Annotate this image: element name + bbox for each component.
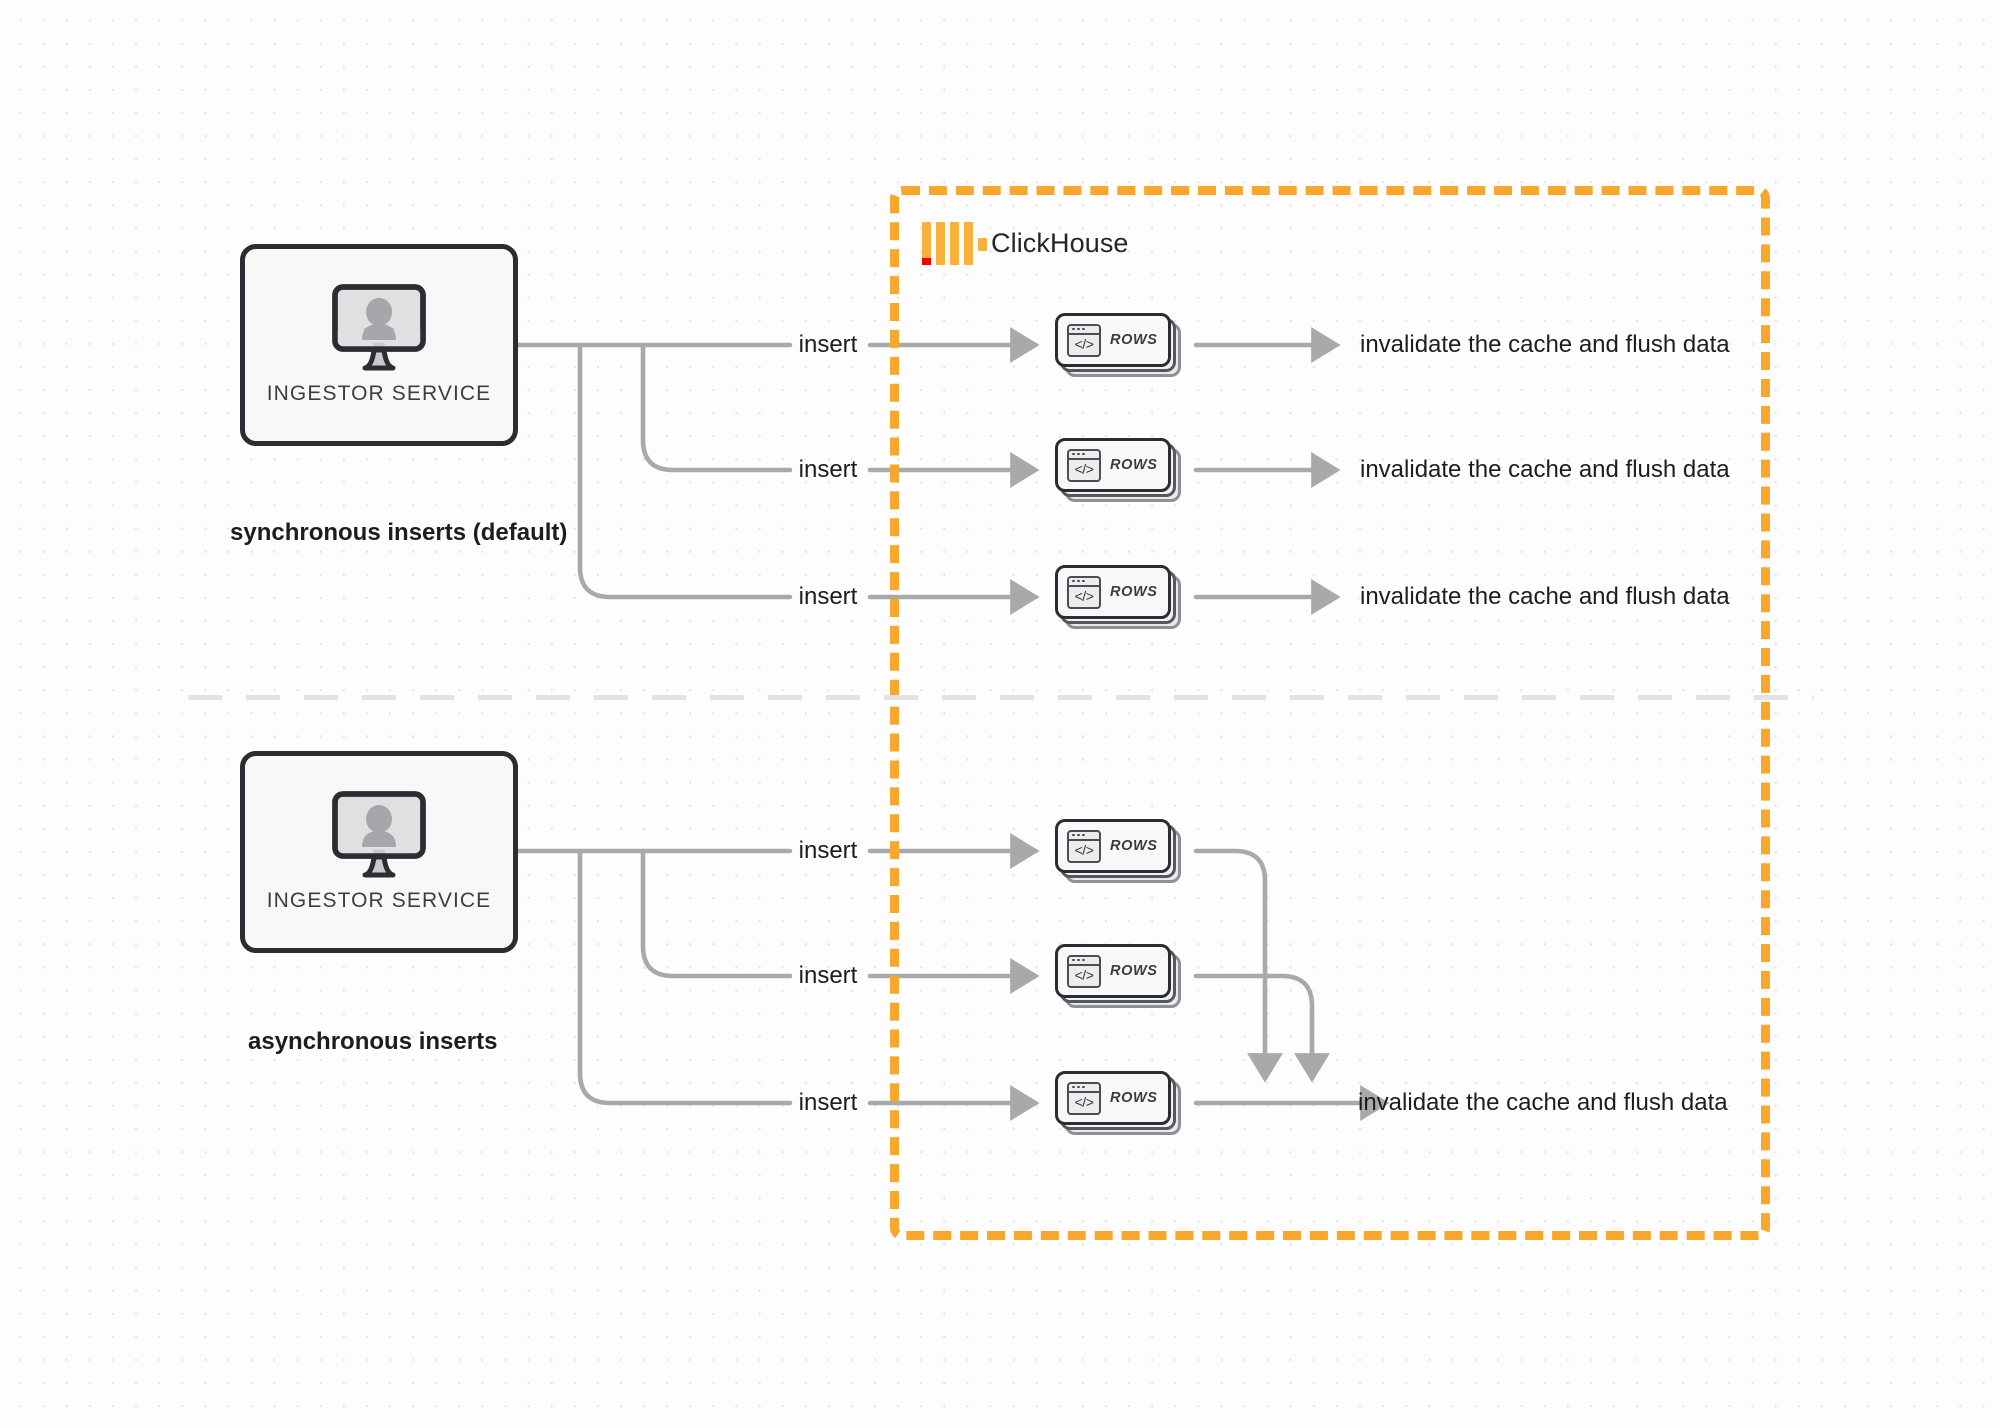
rows-label: ROWS: [1110, 1090, 1158, 1106]
clickhouse-header: ClickHouse: [922, 222, 1129, 265]
section-divider: [188, 695, 1814, 700]
code-window-icon: </>: [1067, 829, 1101, 863]
code-window-icon: </>: [1067, 575, 1101, 609]
insert-label-sync-2: insert: [798, 456, 858, 483]
result-label-sync-2: invalidate the cache and flush data: [1360, 456, 1730, 483]
rows-label: ROWS: [1110, 584, 1158, 600]
code-window-icon: </>: [1067, 1081, 1101, 1115]
result-label-async-merged: invalidate the cache and flush data: [1358, 1089, 1728, 1116]
insert-label-async-3: insert: [798, 1089, 858, 1116]
clickhouse-title: ClickHouse: [991, 228, 1129, 258]
rows-card-front: </> ROWS: [1055, 1071, 1171, 1125]
insert-label-async-2: insert: [798, 962, 858, 989]
code-window-icon: </>: [1067, 954, 1101, 988]
rows-card-async-2[interactable]: </> ROWS: [1055, 944, 1181, 1008]
monitor-user-icon: [332, 791, 426, 879]
insert-label-async-1: insert: [798, 837, 858, 864]
result-label-sync-1: invalidate the cache and flush data: [1360, 331, 1730, 358]
caption-synchronous: synchronous inserts (default): [230, 519, 568, 546]
rows-label: ROWS: [1110, 963, 1158, 979]
ingestor-service-sync[interactable]: INGESTOR SERVICE: [240, 244, 518, 446]
monitor-user-icon: [332, 284, 426, 372]
rows-card-sync-2[interactable]: </> ROWS: [1055, 438, 1181, 502]
ingestor-service-async[interactable]: INGESTOR SERVICE: [240, 751, 518, 953]
code-window-icon: </>: [1067, 448, 1101, 482]
rows-label: ROWS: [1110, 838, 1158, 854]
clickhouse-boundary: [890, 186, 1770, 1240]
insert-label-sync-1: insert: [798, 331, 858, 358]
rows-label: ROWS: [1110, 457, 1158, 473]
caption-asynchronous: asynchronous inserts: [248, 1028, 498, 1055]
rows-label: ROWS: [1110, 332, 1158, 348]
result-label-sync-3: invalidate the cache and flush data: [1360, 583, 1730, 610]
rows-card-front: </> ROWS: [1055, 819, 1171, 873]
rows-card-front: </> ROWS: [1055, 438, 1171, 492]
rows-card-front: </> ROWS: [1055, 565, 1171, 619]
rows-card-async-1[interactable]: </> ROWS: [1055, 819, 1181, 883]
ingestor-service-label-sync: INGESTOR SERVICE: [266, 382, 492, 405]
rows-card-front: </> ROWS: [1055, 944, 1171, 998]
rows-card-sync-1[interactable]: </> ROWS: [1055, 313, 1181, 377]
code-window-icon: </>: [1067, 323, 1101, 357]
clickhouse-logo-icon: [922, 222, 987, 265]
insert-label-sync-3: insert: [798, 583, 858, 610]
ingestor-service-label-async: INGESTOR SERVICE: [266, 889, 492, 912]
rows-card-sync-3[interactable]: </> ROWS: [1055, 565, 1181, 629]
rows-card-async-3[interactable]: </> ROWS: [1055, 1071, 1181, 1135]
rows-card-front: </> ROWS: [1055, 313, 1171, 367]
